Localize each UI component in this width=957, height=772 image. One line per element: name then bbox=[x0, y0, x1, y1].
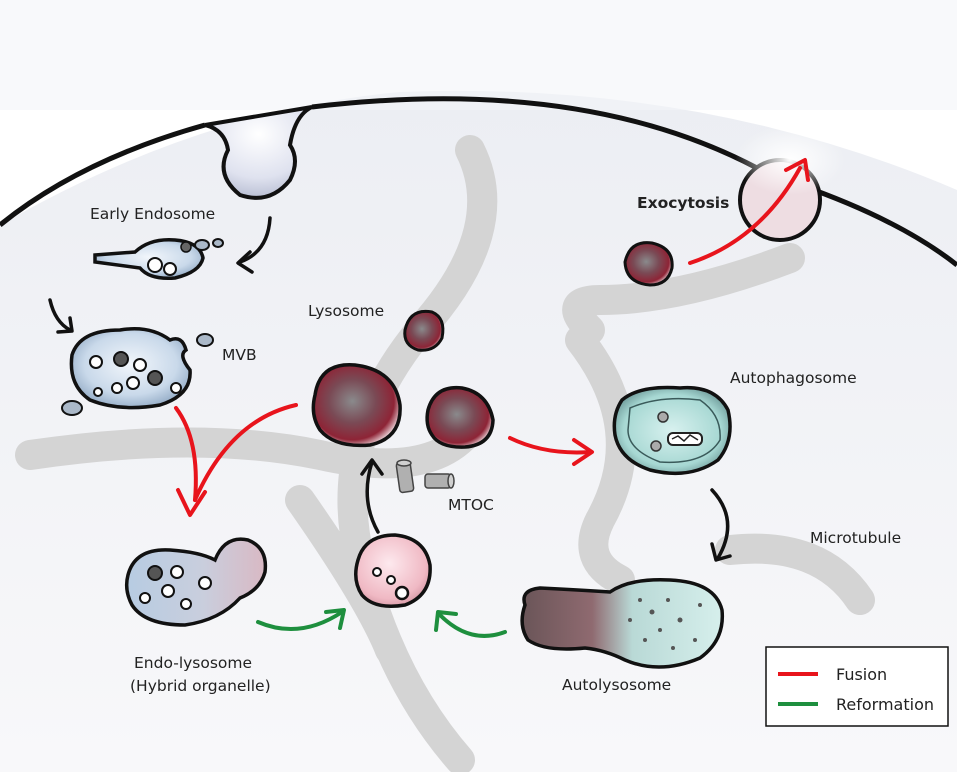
arrow-autophagosome-to-autolysosome bbox=[710, 488, 730, 560]
arrow-endocytosis-to-early-endosome bbox=[238, 216, 272, 264]
autophagosome bbox=[612, 385, 732, 476]
label-microtubule: Microtubule bbox=[810, 529, 901, 547]
arrow-mvb-to-endo-lysosome bbox=[174, 406, 198, 502]
endo-lysosome bbox=[124, 537, 268, 627]
legend: Fusion Reformation bbox=[765, 646, 949, 727]
lysosome-large bbox=[311, 363, 402, 448]
label-endo-lysosome: Endo-lysosome bbox=[134, 654, 252, 672]
arrowhead-exocytosis bbox=[784, 158, 810, 182]
lysosome-right bbox=[425, 385, 495, 449]
arrowhead-lysosome bbox=[360, 458, 384, 476]
arrowhead-early-endosome bbox=[236, 250, 254, 274]
label-autophagosome: Autophagosome bbox=[730, 369, 857, 387]
microtubule-5 bbox=[715, 533, 875, 615]
legend-reformation-label: Reformation bbox=[836, 695, 934, 714]
arrow-lysosome-to-autophagosome bbox=[508, 436, 592, 455]
microtubule-3 bbox=[562, 243, 805, 345]
extracellular-space bbox=[0, 0, 957, 110]
label-mvb: MVB bbox=[222, 346, 257, 364]
early-endosome bbox=[93, 238, 224, 281]
label-lysosome: Lysosome bbox=[308, 302, 384, 320]
arrowhead-autolysosome bbox=[710, 542, 732, 562]
microtubule-4 bbox=[565, 325, 636, 595]
mtoc-centrioles bbox=[395, 459, 455, 494]
lysosome-small bbox=[403, 309, 445, 352]
microtubule-2 bbox=[15, 415, 485, 479]
fusion-arrows bbox=[174, 158, 810, 517]
arrow-lysosome-to-endo-lysosome bbox=[193, 403, 298, 502]
lysosome-exocytosis bbox=[623, 241, 674, 287]
arrow-exocytosis bbox=[688, 166, 802, 265]
protolysosome bbox=[354, 533, 432, 608]
label-early-endosome: Early Endosome bbox=[90, 205, 215, 223]
arrow-protolysosome-to-lysosome bbox=[365, 460, 380, 534]
arrow-endo-lysosome-reformation bbox=[256, 610, 344, 632]
legend-box bbox=[765, 646, 949, 727]
label-mtoc: MTOC bbox=[448, 496, 494, 514]
label-autolysosome: Autolysosome bbox=[562, 676, 671, 694]
arrow-early-endosome-to-mvb bbox=[48, 298, 72, 332]
autolysosome bbox=[520, 578, 725, 669]
arrow-autolysosome-reformation bbox=[438, 613, 507, 638]
label-exocytosis: Exocytosis bbox=[637, 194, 729, 212]
cell-membrane bbox=[0, 96, 957, 267]
arrowhead-reformation-right bbox=[434, 610, 458, 632]
endocytic-vesicle bbox=[204, 105, 313, 200]
microtubule-network bbox=[15, 135, 875, 772]
legend-fusion-label: Fusion bbox=[836, 665, 887, 684]
reformation-arrows bbox=[256, 608, 507, 638]
label-hybrid-organelle: (Hybrid organelle) bbox=[130, 677, 271, 695]
mvb bbox=[61, 327, 214, 416]
arrowhead-autophagosome bbox=[572, 438, 594, 466]
arrowhead-reformation-left bbox=[324, 608, 346, 630]
arrowhead-mvb bbox=[56, 316, 74, 334]
arrowhead-endo-lysosome bbox=[176, 488, 207, 517]
transition-arrows bbox=[48, 216, 732, 562]
